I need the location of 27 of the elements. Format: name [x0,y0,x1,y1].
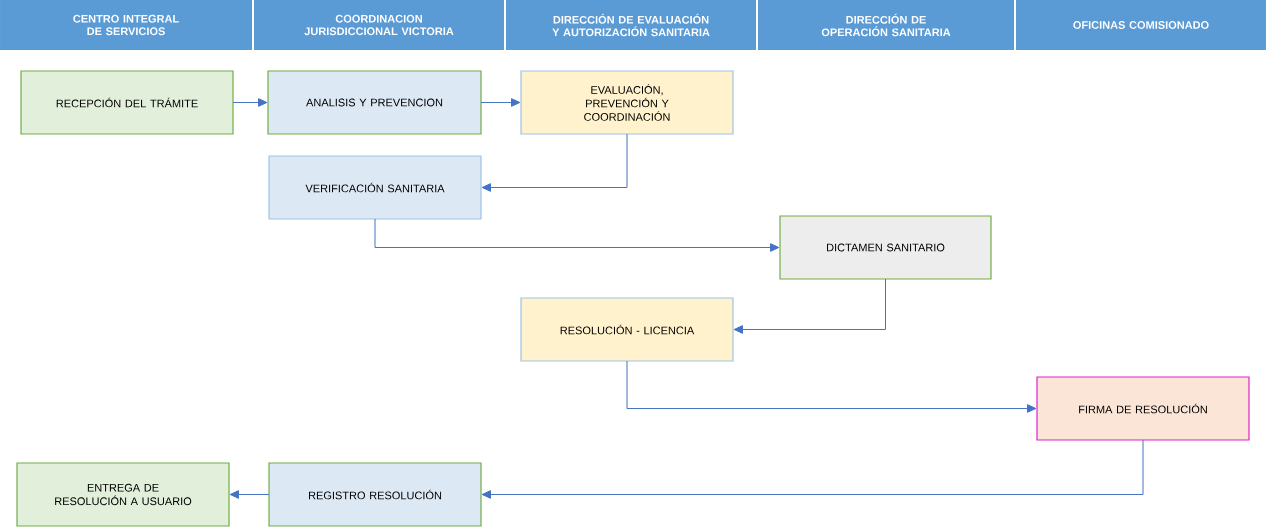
arrow [232,98,268,107]
process-box: RESOLUCIÓN - LICENCIA [520,297,734,362]
process-box: EVALUACIÓN, PREVENCIÓN Y COORDINACIÓN [520,70,734,135]
node-label: OFICINAS COMISIONADO [1073,21,1209,29]
column-header: COORDINACION JURISDICCIONAL VICTORIA [254,0,504,50]
node-label: CENTRO INTEGRAL DE SERVICIOS [73,14,179,36]
process-box: DICTAMEN SANITARIO [779,215,992,280]
arrow [374,218,780,252]
column-header: OFICINAS COMISIONADO [1016,0,1266,50]
column-header: CENTRO INTEGRAL DE SERVICIOS [0,0,252,50]
process-box: VERIFICACIÓN SANITARIA [268,155,482,220]
process-box: RECEPCIÓN DEL TRÁMITE [20,70,234,135]
process-box: REGISTRO RESOLUCIÓN [268,462,482,527]
node-label: DIRECCIÓN DE EVALUACIÓN Y AUTORIZACIÓN SANITARIA [552,13,710,37]
node-label: COORDINACION JURISDICCIONAL VICTORIA [304,14,454,36]
process-box: ENTREGA DE RESOLUCIÓN A USUARIO [16,462,230,527]
arrow [481,439,1144,499]
column-header: DIRECCIÓN DE EVALUACIÓN Y AUTORIZACIÓN SANITARIA [506,0,756,50]
column-header: DIRECCIÓN DE OPERACIÓN SANITARIA [758,0,1014,50]
arrow [733,278,886,334]
arrow [229,490,270,499]
process-box: FIRMA DE RESOLUCIÓN [1036,376,1250,441]
arrow [626,360,1037,413]
arrow [480,98,521,107]
node-label: DIRECCIÓN DE OPERACIÓN SANITARIA [821,13,951,37]
arrow [481,133,628,192]
process-box: ANALISIS Y PREVENCION [267,70,482,135]
